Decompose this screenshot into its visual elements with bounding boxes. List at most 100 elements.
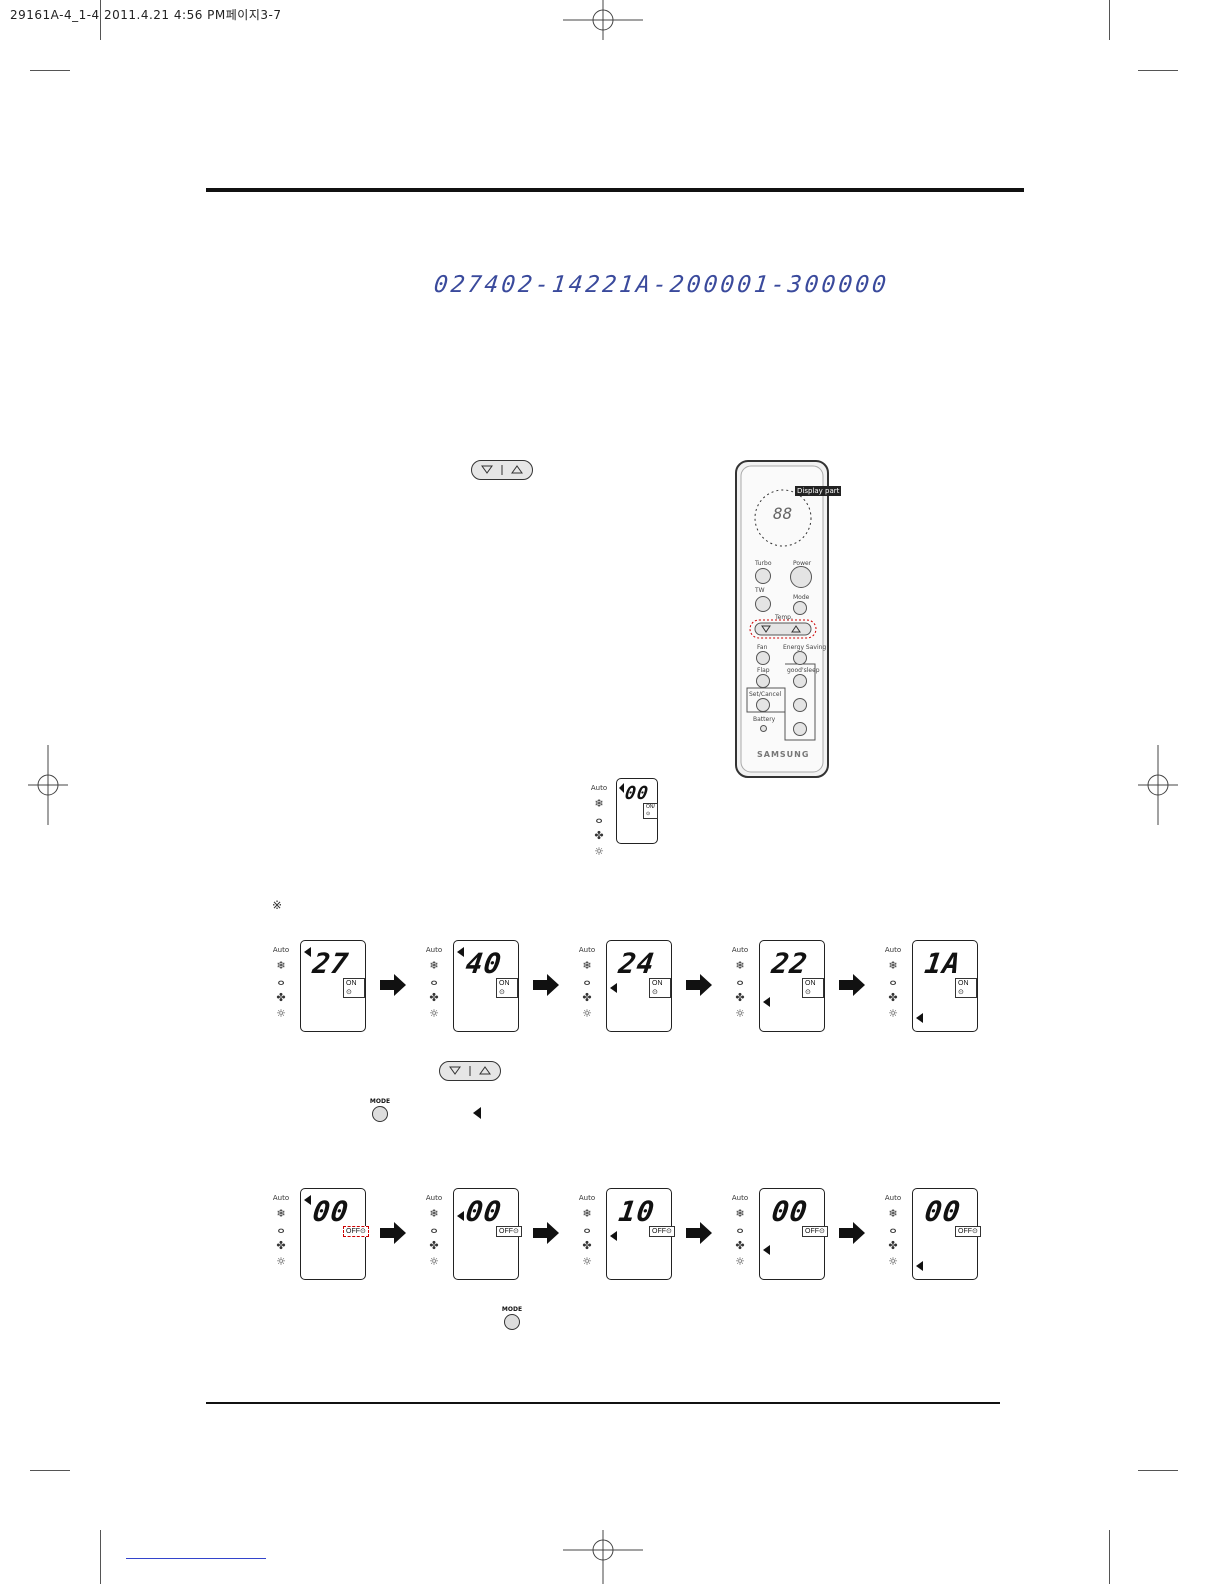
mode-pointer-icon: [916, 1013, 923, 1023]
flap-button: [756, 674, 770, 688]
print-header: 29161A-4_1-4 2011.4.21 4:56 PM페이지3-7: [10, 8, 282, 22]
auto-icon: Auto: [425, 1194, 443, 1202]
auto-icon: Auto: [731, 1194, 749, 1202]
cool-icon: ❄: [276, 1207, 286, 1220]
off-timer-button: [793, 722, 807, 736]
dry-icon: ⴰ: [277, 1223, 285, 1236]
auto-icon: Auto: [884, 1194, 902, 1202]
power-button: [790, 566, 812, 588]
dry-icon: ⴰ: [277, 975, 285, 988]
arrow-right-icon: [380, 974, 406, 996]
fan-label: Fan: [757, 644, 768, 651]
registration-mark-bottom: [563, 1530, 643, 1584]
dry-icon: ⴰ: [583, 975, 591, 988]
dry-icon: ⴰ: [889, 975, 897, 988]
fan-icon: ✤: [594, 829, 604, 842]
lcd-digits: 27: [310, 947, 352, 980]
lcd-tag: ON ⊙: [496, 978, 518, 998]
temp-arrows-icon: [449, 1066, 491, 1076]
mode-icon-column: Auto❄ⴰ✤☼: [882, 1190, 904, 1270]
mode-pointer-icon: [619, 783, 624, 793]
mode-icon-column: Auto❄ⴰ✤☼: [270, 942, 292, 1022]
crop-mark: [1109, 1530, 1110, 1584]
arrow-right-icon: [380, 1222, 406, 1244]
lcd-digits: 00: [463, 1195, 505, 1228]
mode-button-circle: [504, 1314, 520, 1330]
cool-icon: ❄: [429, 1207, 439, 1220]
mode-icon-column: Auto❄ⴰ✤☼: [270, 1190, 292, 1270]
lcd-tag: ON ⊙: [649, 978, 671, 998]
mode-icon-column: Auto❄ⴰ✤☼: [423, 1190, 445, 1270]
heat-icon: ☼: [429, 1007, 439, 1020]
lcd-digits: 00: [310, 1195, 352, 1228]
arrow-right-icon: [533, 1222, 559, 1244]
dry-icon: ⴰ: [736, 975, 744, 988]
bottom-rule: [206, 1402, 1000, 1404]
registration-mark-top: [563, 0, 643, 40]
lcd-tag: ON ⊙: [343, 978, 365, 998]
heat-icon: ☼: [276, 1255, 286, 1268]
temp-arrows-icon: [481, 465, 523, 475]
fan-icon: ✤: [429, 1239, 439, 1252]
auto-icon: Auto: [578, 1194, 596, 1202]
mode-pointer-icon: [763, 1245, 770, 1255]
lcd-screen: 00 ON/⊙: [616, 778, 658, 844]
arrow-right-icon: [686, 974, 712, 996]
lcd-digits: 00: [769, 1195, 811, 1228]
turbo-label: Turbo: [755, 560, 772, 567]
crop-mark: [30, 70, 70, 71]
heat-icon: ☼: [594, 845, 604, 858]
heat-icon: ☼: [735, 1007, 745, 1020]
auto-icon: Auto: [272, 1194, 290, 1202]
fan-icon: ✤: [735, 1239, 745, 1252]
energy-saving-button: [793, 651, 807, 665]
set-cancel-label: Set/Cancel: [749, 691, 782, 698]
lcd-digits: 40: [463, 947, 505, 980]
mode-label: Mode: [793, 594, 810, 601]
lcd-tag: ON/⊙: [643, 803, 658, 819]
cool-icon: ❄: [888, 959, 898, 972]
footer-link-line: [126, 1558, 266, 1559]
cool-icon: ❄: [735, 1207, 745, 1220]
pointer-icon: [473, 1107, 481, 1119]
mode-icon-column: Auto ❄ ⴰ ✤ ☼: [588, 780, 610, 860]
mode-pointer-icon: [610, 1231, 617, 1241]
dry-icon: ⴰ: [736, 1223, 744, 1236]
mode-icon-column: Auto❄ⴰ✤☼: [882, 942, 904, 1022]
arrow-right-icon: [839, 1222, 865, 1244]
cool-icon: ❄: [594, 797, 604, 810]
auto-icon: Auto: [578, 946, 596, 954]
fan-icon: ✤: [735, 991, 745, 1004]
lcd-digits: 24: [616, 947, 658, 980]
lcd-tag: OFF⊙: [802, 1226, 828, 1237]
lcd-digits: 22: [769, 947, 811, 980]
cool-icon: ❄: [429, 959, 439, 972]
mode-pointer-icon: [304, 1195, 311, 1205]
battery-label: Battery: [753, 716, 776, 723]
auto-icon: Auto: [272, 946, 290, 954]
mode-icon-column: Auto❄ⴰ✤☼: [729, 942, 751, 1022]
lcd-tag: OFF⊙: [496, 1226, 522, 1237]
display-callout: Display part: [795, 486, 842, 496]
fan-icon: ✤: [888, 991, 898, 1004]
auto-icon: Auto: [884, 946, 902, 954]
heat-icon: ☼: [735, 1255, 745, 1268]
lcd-digits: 00: [922, 1195, 964, 1228]
mode-button-inline: MODE: [368, 1098, 392, 1122]
auto-icon: Auto: [731, 946, 749, 954]
registration-mark-right: [1138, 745, 1178, 825]
